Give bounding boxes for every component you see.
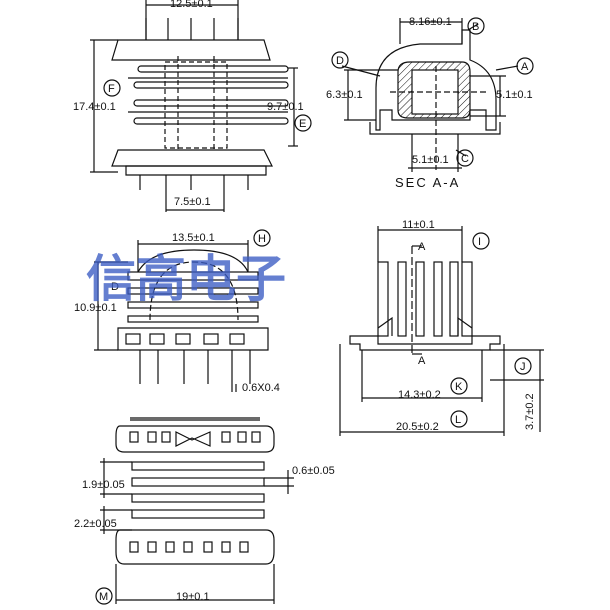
section-marker-bottom: A [418, 355, 426, 367]
section-marker-top: A [418, 241, 426, 253]
top-view [90, 0, 298, 212]
dim-sec-bottom: 5.1±0.1 [412, 154, 449, 166]
dim-bottom-thick: 0.6±0.05 [292, 465, 335, 477]
bottom-view [100, 417, 294, 604]
dim-pin-size: 0.6X0.4 [242, 382, 280, 394]
dim-side-height: 3.7±0.2 [524, 393, 536, 430]
circled-labels [95, 17, 534, 605]
dim-front-width: 13.5±0.1 [172, 232, 215, 244]
label-d-section: D [336, 55, 344, 67]
side-view [339, 226, 544, 436]
dim-top-pitch: 7.5±0.1 [174, 196, 211, 208]
label-j: J [520, 361, 526, 373]
label-d-front: D [111, 281, 119, 293]
dim-top-inner: 9.7±0.1 [267, 101, 304, 113]
label-c: C [461, 153, 469, 165]
dim-side-pins: 14.3±0.2 [398, 389, 441, 401]
dim-side-total: 20.5±0.2 [396, 421, 439, 433]
label-a: A [521, 61, 529, 73]
dim-sec-left: 6.3±0.1 [326, 89, 363, 101]
front-view [94, 240, 269, 392]
dim-bottom-pitch1: 1.9±0.05 [82, 479, 125, 491]
dim-side-top: 11±0.1 [402, 219, 435, 231]
label-f: F [108, 83, 115, 95]
label-k: K [455, 381, 463, 393]
dim-top-height: 17.4±0.1 [73, 101, 116, 113]
dim-sec-right: 5.1±0.1 [496, 89, 533, 101]
label-e: E [299, 118, 306, 130]
dim-top-width: 12.5±0.1 [170, 0, 213, 10]
label-m: M [99, 591, 108, 603]
label-l: L [455, 414, 461, 426]
dim-bottom-pitch2: 2.2±0.05 [74, 518, 117, 530]
watermark-text: 信高电子 [86, 249, 286, 308]
label-i: I [478, 236, 481, 248]
dim-front-height: 10.9±0.1 [74, 302, 117, 314]
label-b: B [472, 21, 479, 33]
label-h: H [258, 233, 266, 245]
dim-bottom-width: 19±0.1 [176, 591, 210, 603]
section-view [341, 18, 519, 172]
section-title: SEC A-A [395, 175, 460, 190]
dim-sec-width: 8.16±0.1 [409, 16, 452, 28]
